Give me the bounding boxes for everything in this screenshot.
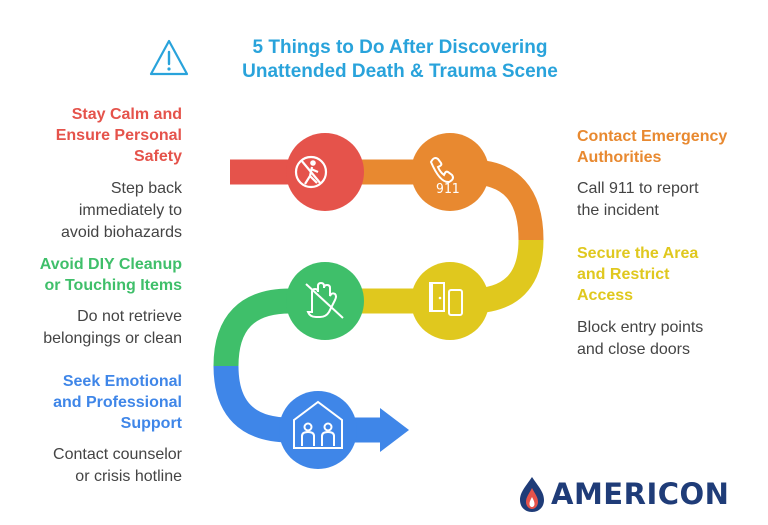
- step-1-title: Stay Calm and Ensure Personal Safety: [55, 106, 182, 165]
- step-3-description: Block entry points and close doors: [577, 319, 704, 358]
- step-circle-3: [411, 262, 489, 340]
- door-phone-icon: [429, 282, 463, 316]
- biohazard-person-icon: [294, 155, 328, 189]
- step-2-description: Call 911 to report the incident: [577, 180, 699, 219]
- title-block: 5 Things to Do After Discovering Unatten…: [148, 36, 608, 86]
- step-1-description: Step back immediately to avoid biohazard…: [61, 180, 182, 241]
- phone-911-icon: 911: [429, 157, 459, 197]
- step-4-description: Do not retrieve belongings or clean: [43, 308, 182, 347]
- warning-triangle-icon: [149, 39, 189, 76]
- logo-text: AMERICON: [551, 477, 730, 511]
- step-circle-1: [286, 133, 364, 211]
- icon-911-text: 911: [436, 182, 459, 197]
- step-2-title: Contact Emergency Authorities: [577, 128, 728, 166]
- arrow-head: [380, 408, 409, 452]
- path-segment-4-curve: [213, 288, 291, 367]
- step-4-title: Avoid DIY Cleanup or Touching Items: [39, 256, 182, 294]
- family-house-icon: [293, 400, 343, 449]
- step-circle-5: [279, 391, 357, 469]
- step-circle-4: [286, 262, 364, 340]
- step-5-title: Seek Emotional and Professional Support: [53, 373, 182, 432]
- step-5-description: Contact counselor or crisis hotline: [53, 446, 182, 485]
- americon-logo: AMERICON: [517, 475, 747, 515]
- no-hand-icon: [305, 281, 344, 319]
- step-3-title: Secure the Area and Restrict Access: [577, 245, 699, 304]
- step-circle-2: 911: [411, 133, 489, 211]
- page-title: 5 Things to Do After Discovering Unatten…: [242, 37, 558, 82]
- path-segment-5-curve: [213, 365, 291, 443]
- flame-drop-icon: [520, 477, 544, 512]
